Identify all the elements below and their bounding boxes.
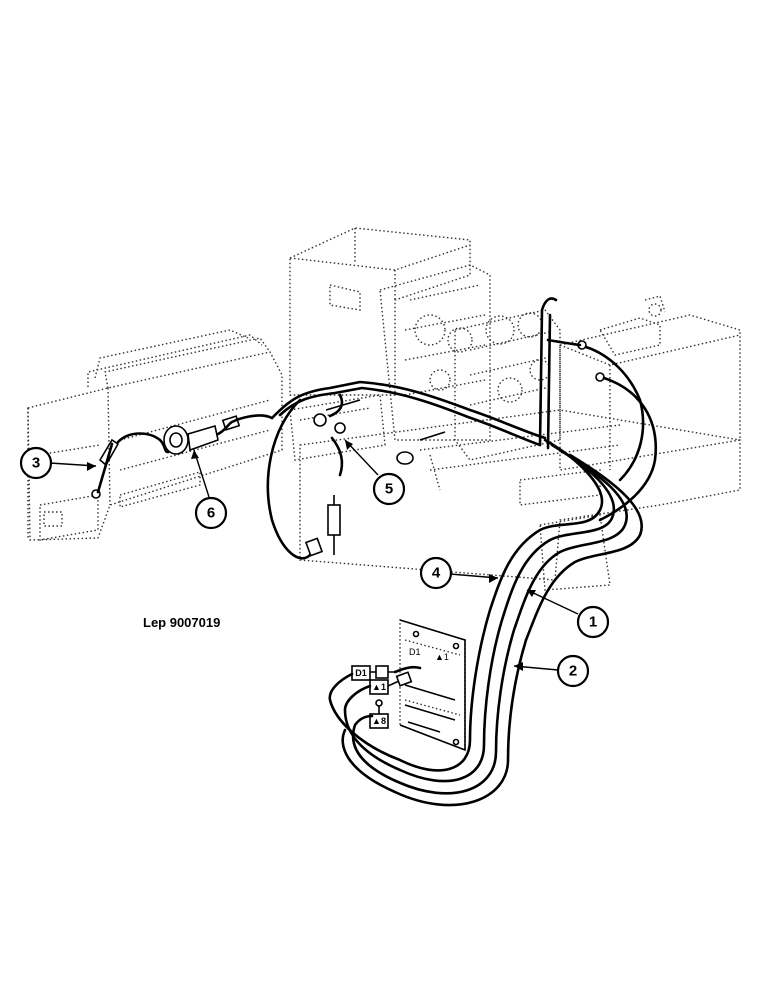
svg-text:4: 4	[432, 565, 441, 582]
components: D1 ▲1 ▲8 D1 ▲1	[91, 340, 605, 752]
connector-tag-d1: D1	[351, 665, 395, 681]
callout-4: 4	[419, 556, 499, 590]
sensor-5	[313, 413, 327, 427]
ring-terminal-right	[595, 372, 605, 382]
connector-tag-a8: ▲8	[369, 699, 389, 729]
svg-text:1: 1	[589, 614, 597, 631]
battery-cable-clamp	[98, 438, 120, 467]
horn-body	[187, 424, 219, 452]
svg-text:5: 5	[385, 481, 393, 498]
svg-text:2: 2	[569, 663, 577, 680]
connector-loop-end	[304, 537, 324, 557]
panel-label-a1: ▲1	[435, 652, 449, 662]
callout-6: 6	[191, 449, 228, 530]
svg-text:3: 3	[32, 455, 40, 472]
electrical-panel	[399, 619, 466, 752]
callout-3: 3	[19, 446, 97, 480]
connector-base	[396, 451, 414, 465]
horn-component	[163, 425, 189, 455]
pressure-switch	[327, 504, 341, 536]
svg-text:D1: D1	[355, 668, 367, 678]
wiring-harness	[116, 297, 658, 807]
svg-text:▲8: ▲8	[372, 716, 386, 726]
callout-5: 5	[344, 439, 406, 506]
svg-text:6: 6	[207, 505, 215, 522]
callout-1: 1	[526, 589, 610, 639]
panel-label-d1: D1	[409, 647, 421, 657]
callout-2: 2	[513, 654, 590, 688]
drawing-reference: Lep 9007019	[143, 615, 220, 630]
svg-text:▲1: ▲1	[372, 682, 386, 692]
connector-tag-a1: ▲1	[369, 671, 413, 695]
